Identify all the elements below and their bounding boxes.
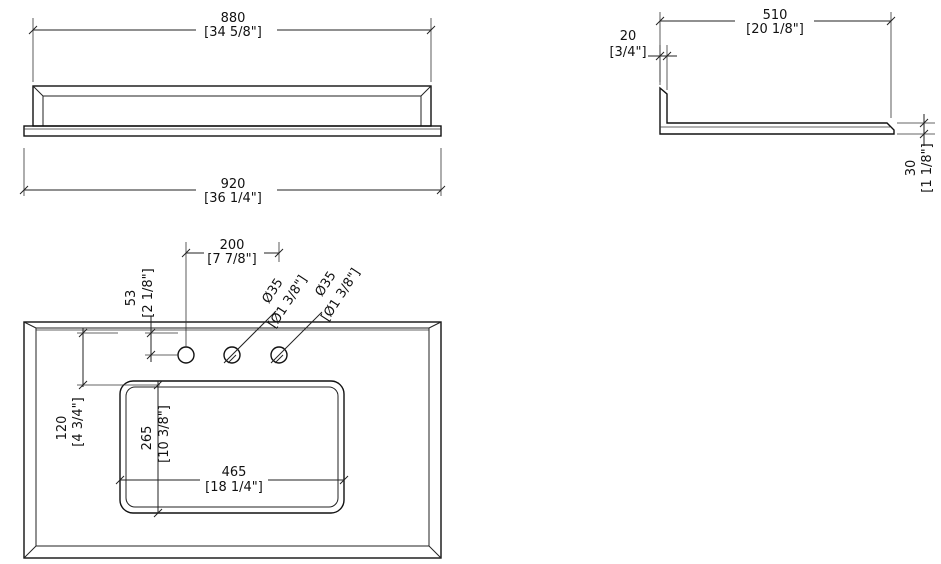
dim-465-inch: [18 1/4"]	[205, 480, 263, 495]
front-elevation	[23, 85, 442, 137]
dim-30-mm: 30	[904, 160, 919, 177]
faucet-hole-left	[223, 346, 241, 364]
dimension-backsplash-thickness: 20 [3/4"]	[609, 29, 677, 90]
dimension-bowl-width: 465 [18 1/4"]	[115, 465, 349, 495]
faucet-hole-right	[270, 346, 288, 364]
dim-880-mm: 880	[221, 11, 246, 26]
dimension-faucet-spacing: 200 [7 7/8"]	[181, 238, 284, 347]
dim-265-mm: 265	[140, 426, 155, 451]
dimension-hole-from-back: 53 [2 1/8"]	[124, 268, 178, 362]
faucet-hole-center	[177, 346, 195, 364]
dim-510-inch: [20 1/8"]	[746, 22, 804, 37]
side-view: 510 [20 1/8"] 20 [3/4"] 30 [1 1/8"]	[609, 8, 935, 193]
dimension-bowl-from-back: 120 [4 3/4"]	[55, 328, 160, 447]
dim-53-mm: 53	[124, 290, 139, 307]
dimension-bowl-depth: 265 [10 3/8"]	[140, 380, 172, 518]
dimension-bottom-width: 920 [36 1/4"]	[19, 148, 446, 206]
dim-20-inch: [3/4"]	[609, 45, 646, 60]
dim-920-mm: 920	[221, 177, 246, 192]
dimension-depth: 510 [20 1/8"]	[655, 8, 896, 118]
top-outline	[23, 321, 442, 559]
dim-53-inch: [2 1/8"]	[141, 268, 156, 317]
dimension-slab-thickness: 30 [1 1/8"]	[897, 114, 935, 193]
dim-120-inch: [4 3/4"]	[71, 397, 86, 446]
dim-200-inch: [7 7/8"]	[207, 252, 256, 267]
front-view: 880 [34 5/8"] 920 [36 1/4"]	[19, 11, 446, 206]
dimension-top-width: 880 [34 5/8"]	[28, 11, 436, 82]
dim-30-inch: [1 1/8"]	[920, 143, 935, 192]
dim-20-mm: 20	[620, 29, 637, 44]
dimension-hole-diameter-1: Ø35 [Ø1 3/8"]	[223, 273, 311, 364]
dim-265-inch: [10 3/8"]	[157, 405, 172, 463]
side-profile	[659, 86, 895, 135]
dim-200-mm: 200	[220, 238, 245, 253]
dim-510-mm: 510	[763, 8, 788, 23]
dim-465-mm: 465	[222, 465, 247, 480]
dim-120-mm: 120	[55, 416, 70, 441]
sink-bowl	[119, 380, 345, 514]
dim-880-inch: [34 5/8"]	[204, 25, 262, 40]
top-view: 200 [7 7/8"] Ø35 [Ø1 3/8"] Ø35 [Ø1 3/8"]…	[23, 238, 442, 559]
dim-920-inch: [36 1/4"]	[204, 191, 262, 206]
